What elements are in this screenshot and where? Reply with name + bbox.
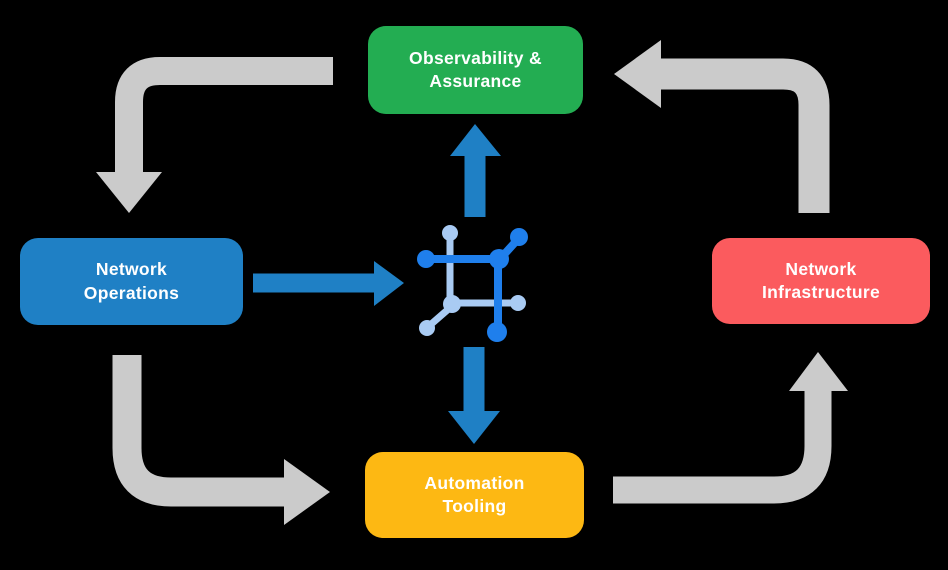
node-automation-tooling: Automation Tooling [365,452,584,538]
flow-arrow-operations-to-tooling [112,355,330,525]
network-fabric-icon-dark-strokes [417,228,528,342]
node-automation-tooling-label: Automation Tooling [424,472,525,516]
arrow-platform-to-tooling [448,347,500,444]
node-observability-assurance: Observability & Assurance [368,26,583,114]
flow-arrow-observability-to-operations [96,57,333,213]
node-network-operations-label: Network Operations [83,259,180,303]
network-fabric-icon-light-strokes [419,225,526,336]
flow-arrow-infrastructure-to-observability [614,40,830,213]
arrow-operations-to-platform [253,261,404,306]
node-network-operations: Network Operations [20,238,243,325]
node-network-infrastructure: Network Infrastructure [712,238,930,324]
node-network-infrastructure-label: Network Infrastructure [762,258,880,302]
network-fabric-icon [417,225,528,342]
arrow-platform-to-observability [450,124,501,217]
flow-arrow-tooling-to-infrastructure [613,352,848,504]
node-observability-assurance-label: Observability & Assurance [409,47,542,91]
